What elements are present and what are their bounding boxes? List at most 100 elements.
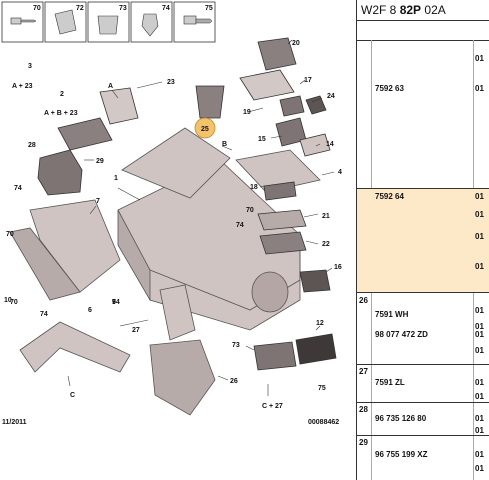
callout: 1 (114, 175, 118, 182)
callout: 20 (292, 40, 300, 47)
callout: 5 (112, 299, 116, 306)
tray-21 (257, 209, 307, 231)
surround-19 (239, 69, 295, 101)
center-console-1 (117, 159, 301, 331)
highlight-badge-25 (194, 117, 216, 139)
callout: A + B + 23 (44, 110, 78, 117)
qty: 01 (475, 210, 484, 219)
divider (357, 435, 489, 436)
divider (357, 364, 489, 365)
leader-lines (67, 39, 335, 396)
callout: 2 (60, 91, 64, 98)
callout: 4 (338, 169, 342, 176)
callout: 74 (236, 222, 244, 229)
drawing-date: 11/2011 (2, 419, 27, 426)
trim-14 (299, 133, 331, 157)
callout: 74 (40, 311, 48, 318)
qty: 01 (475, 322, 484, 331)
gear-boot-20 (257, 37, 297, 71)
panel-a (57, 117, 113, 151)
nut-73-icon (97, 15, 119, 35)
pin-74-icon (141, 13, 159, 37)
qty: 01 (475, 346, 484, 355)
qty: 01 (475, 414, 484, 423)
part-number[interactable]: 96 735 126 80 (375, 414, 427, 423)
callout: 70 (10, 299, 18, 306)
callout: 9 (112, 299, 116, 306)
callout: 21 (322, 213, 330, 220)
part-number[interactable]: 98 077 472 ZD (375, 330, 428, 339)
callout: 6 (88, 307, 92, 314)
callout: 26 (230, 378, 238, 385)
qty: 01 (475, 84, 484, 93)
qty: 01 (475, 54, 484, 63)
qty: 01 (475, 262, 484, 271)
callout: 17 (304, 77, 312, 84)
divider (357, 292, 489, 293)
reference-suffix: 02A (424, 3, 446, 17)
callout: 10 (4, 297, 12, 304)
panel-4 (235, 149, 321, 193)
callout: 12 (316, 320, 324, 327)
part-number[interactable]: 7592 63 (375, 84, 404, 93)
top-parts-strip: 70 72 73 74 75 (1, 1, 216, 43)
callout: 28 (28, 142, 36, 149)
top-part-label: 72 (76, 5, 84, 12)
callout: 3 (28, 63, 32, 70)
qty: 01 (475, 330, 484, 339)
callout: A + 23 (12, 83, 33, 90)
reference-bold: 82P (399, 3, 422, 17)
socket-c (253, 341, 297, 371)
qty: 01 (475, 464, 484, 473)
part-number[interactable]: 96 755 199 XZ (375, 450, 428, 459)
callout: 27 (132, 327, 140, 334)
screw-75-icon (183, 15, 213, 25)
divider (357, 188, 489, 189)
parts-list-panel: W2F 8 82P 02A 7592 63 01 01 7592 64 01 0… (356, 0, 489, 480)
qty: 01 (475, 392, 484, 401)
qty: 01 (475, 450, 484, 459)
air-duct-9 (19, 321, 131, 373)
highlighted-row (357, 188, 489, 292)
qty: 01 (475, 378, 484, 387)
callout: B (222, 141, 227, 148)
callout: 15 (258, 136, 266, 143)
screw-70-icon (10, 17, 37, 25)
reference-header: W2F 8 82P 02A (357, 0, 489, 20)
part-number[interactable]: 7591 WH (375, 310, 409, 319)
item-index: 26 (359, 296, 368, 305)
callout: 25 (201, 126, 209, 133)
callout: 74 (14, 185, 22, 192)
drawing-id: 00088462 (308, 419, 339, 426)
lever-23 (99, 87, 139, 125)
trim-b (121, 127, 231, 199)
callout: 19 (243, 109, 251, 116)
bracket-10 (159, 284, 196, 341)
bracket-12 (149, 339, 216, 416)
reference-prefix: W2F 8 (361, 3, 397, 17)
callout: 75 (318, 385, 326, 392)
callout: A (108, 83, 113, 90)
part-number[interactable]: 7591 ZL (375, 378, 405, 387)
qty: 01 (475, 192, 484, 201)
divider (357, 20, 489, 21)
callout: 70 (6, 231, 14, 238)
button-24 (305, 95, 327, 115)
callout: 70 (246, 207, 254, 214)
knob-17 (279, 95, 305, 117)
callout: 18 (250, 184, 258, 191)
callout: C + 27 (262, 403, 283, 410)
callout: 74 (112, 299, 120, 306)
part-number[interactable]: 7592 64 (375, 192, 404, 201)
callout: 16 (334, 264, 342, 271)
connector-18 (263, 181, 297, 201)
top-part-label: 74 (162, 5, 170, 12)
qty: 01 (475, 232, 484, 241)
mat-22 (259, 231, 307, 255)
callouts: 20 17 23 24 25 19 15 14 B 4 18 21 22 16 … (4, 40, 342, 410)
callout: 24 (327, 93, 335, 100)
top-part-label: 75 (205, 5, 213, 12)
clip-72-icon (54, 9, 77, 35)
callout: 23 (167, 79, 175, 86)
callout: 22 (322, 241, 330, 248)
